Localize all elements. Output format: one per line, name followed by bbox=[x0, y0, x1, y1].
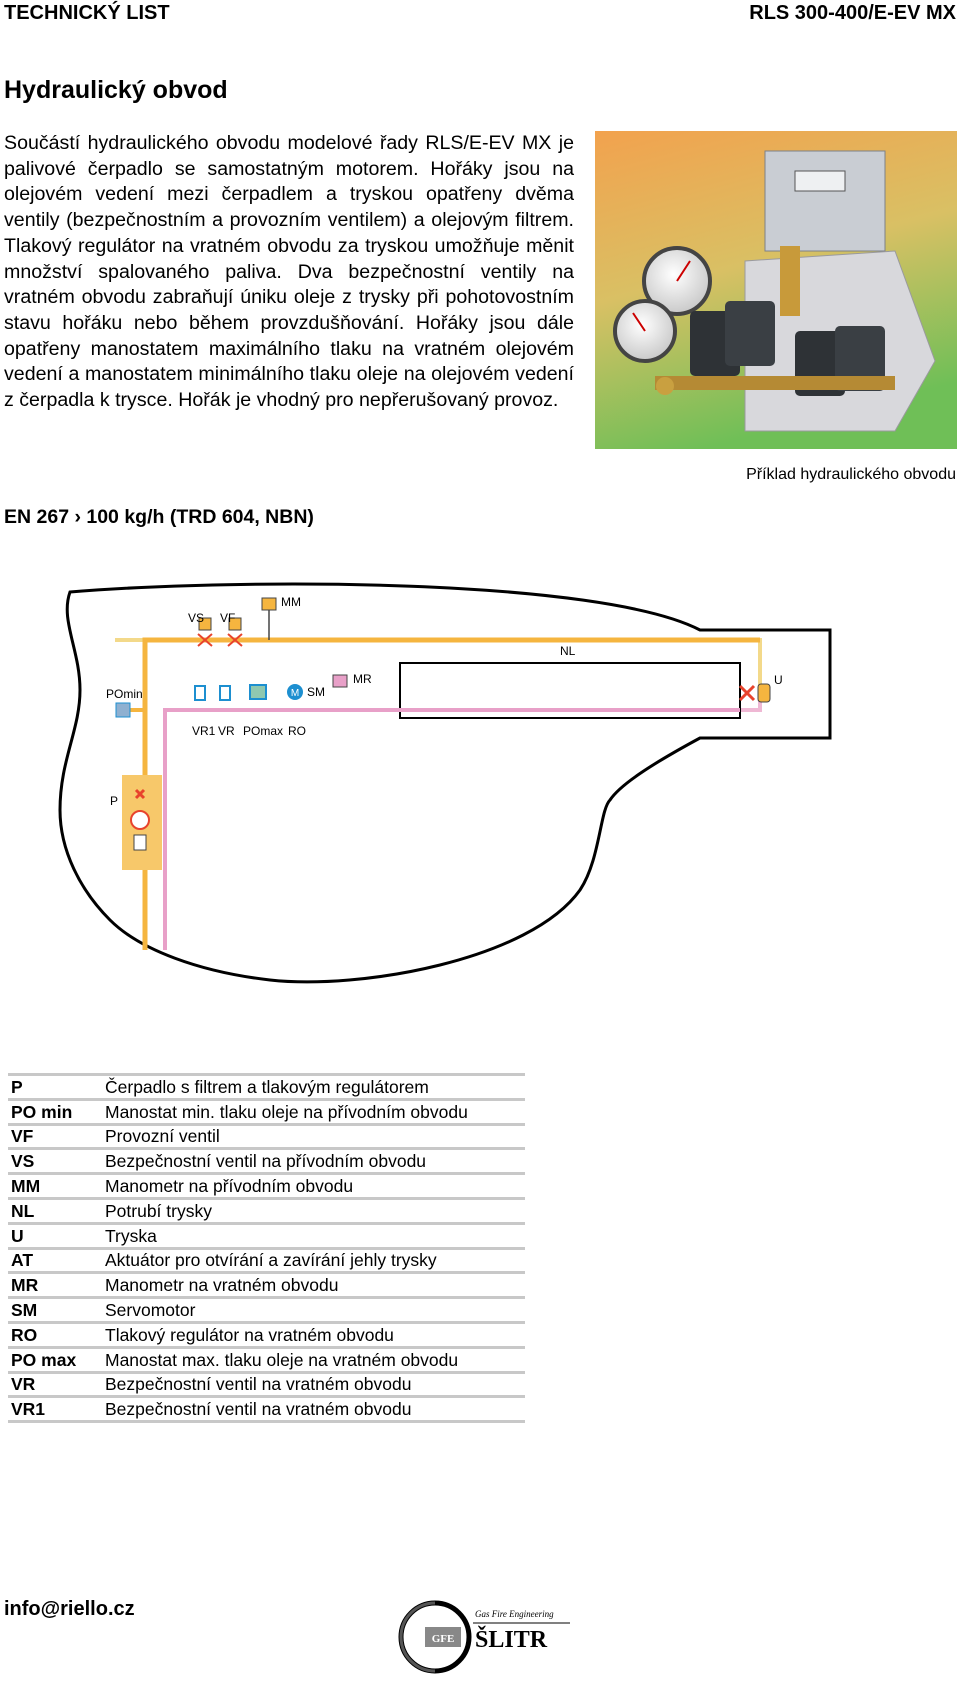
hydraulic-circuit-diagram: M VS VF MM NL U POmin VR1 VR POmax SM RO… bbox=[58, 582, 832, 984]
pomin-switch-icon bbox=[115, 702, 131, 718]
legend-code: VF bbox=[8, 1124, 105, 1151]
contact-email[interactable]: info@riello.cz bbox=[4, 1598, 135, 1620]
legend-description: Manometr na vratném obvodu bbox=[105, 1272, 525, 1300]
mm-manometer-icon bbox=[261, 597, 277, 611]
servomotor-icon bbox=[287, 684, 303, 700]
legend-code: PO max bbox=[8, 1347, 105, 1374]
legend-code: VR bbox=[8, 1372, 105, 1399]
label-sm: SM bbox=[307, 685, 325, 699]
vs-valve-icon bbox=[197, 617, 213, 647]
legend-code: RO bbox=[8, 1322, 105, 1349]
legend-code: VR1 bbox=[8, 1396, 105, 1424]
label-vf: VF bbox=[220, 611, 235, 625]
legend-code: U bbox=[8, 1223, 105, 1250]
logo-name: ŠLITR bbox=[475, 1626, 548, 1653]
nozzle-tube bbox=[399, 662, 741, 719]
vr-valve-icon bbox=[219, 685, 231, 701]
legend-description: Tlakový regulátor na vratném obvodu bbox=[105, 1322, 525, 1349]
vf-valve-icon bbox=[227, 617, 243, 647]
hydraulic-circuit-photo bbox=[595, 131, 957, 449]
label-mm: MM bbox=[281, 595, 301, 609]
legend-description: Manostat max. tlaku oleje na vratném obv… bbox=[105, 1347, 525, 1374]
intro-paragraph: Součástí hydraulického obvodu modelové ř… bbox=[4, 132, 574, 412]
valve-coil bbox=[725, 301, 775, 366]
supply-line bbox=[142, 637, 760, 950]
label-nl: NL bbox=[560, 644, 576, 658]
slitr-logo: GFE Gas Fire Engineering ŠLITR bbox=[398, 1600, 570, 1674]
legend-code: MR bbox=[8, 1272, 105, 1300]
legend-description: Potrubí trysky bbox=[105, 1198, 525, 1225]
legend-description: Bezpečnostní ventil na vratném obvodu bbox=[105, 1372, 525, 1399]
label-u: U bbox=[774, 673, 783, 687]
legend-description: Manostat min. tlaku oleje na přívodním o… bbox=[105, 1099, 525, 1126]
pomax-switch-icon bbox=[249, 684, 267, 700]
legend-code: NL bbox=[8, 1198, 105, 1225]
legend-description: Bezpečnostní ventil na vratném obvodu bbox=[105, 1396, 525, 1424]
return-line bbox=[163, 708, 740, 950]
capacity-standard-line: EN 267 › 100 kg/h (TRD 604, NBN) bbox=[4, 506, 314, 528]
section-title: Hydraulický obvod bbox=[4, 76, 228, 104]
header-doc-type: TECHNICKÝ LIST bbox=[4, 2, 170, 24]
legend-description: Tryska bbox=[105, 1223, 525, 1250]
label-mr: MR bbox=[353, 672, 372, 686]
legend-code: MM bbox=[8, 1173, 105, 1200]
vr1-valve-icon bbox=[194, 685, 206, 701]
label-pomax: POmax bbox=[243, 724, 283, 738]
legend-code: VS bbox=[8, 1148, 105, 1176]
legend-code: AT bbox=[8, 1248, 105, 1275]
label-vs: VS bbox=[188, 611, 204, 625]
legend-description: Servomotor bbox=[105, 1297, 525, 1324]
header-model: RLS 300-400/E-EV MX bbox=[749, 2, 956, 24]
label-vr1: VR1 bbox=[192, 724, 216, 738]
logo-badge-text: GFE bbox=[432, 1633, 455, 1645]
logo-tagline: Gas Fire Engineering bbox=[475, 1609, 554, 1619]
legend-description: Aktuátor pro otvírání a zavírání jehly t… bbox=[105, 1248, 525, 1275]
label-p: P bbox=[110, 794, 118, 808]
nozzle-icon bbox=[738, 683, 771, 703]
legend-code: PO min bbox=[8, 1099, 105, 1126]
legend-description: Manometr na přívodním obvodu bbox=[105, 1173, 525, 1200]
pump-icon bbox=[130, 810, 150, 830]
valve-coil bbox=[835, 326, 885, 391]
photo-caption: Příklad hydraulického obvodu bbox=[746, 466, 956, 483]
label-vr: VR bbox=[218, 724, 235, 738]
legend-description: Čerpadlo s filtrem a tlakovým regulátore… bbox=[105, 1073, 525, 1101]
label-ro: RO bbox=[288, 724, 306, 738]
pressure-switch-box bbox=[764, 150, 886, 252]
legend-description: Provozní ventil bbox=[105, 1124, 525, 1151]
servomotor-symbol: M bbox=[291, 688, 299, 699]
legend-code: P bbox=[8, 1073, 105, 1101]
legend-code: SM bbox=[8, 1297, 105, 1324]
burner-outline bbox=[58, 582, 832, 984]
mr-manometer-icon bbox=[332, 674, 348, 688]
label-pomin: POmin bbox=[106, 687, 143, 701]
legend-description: Bezpečnostní ventil na přívodním obvodu bbox=[105, 1148, 525, 1176]
